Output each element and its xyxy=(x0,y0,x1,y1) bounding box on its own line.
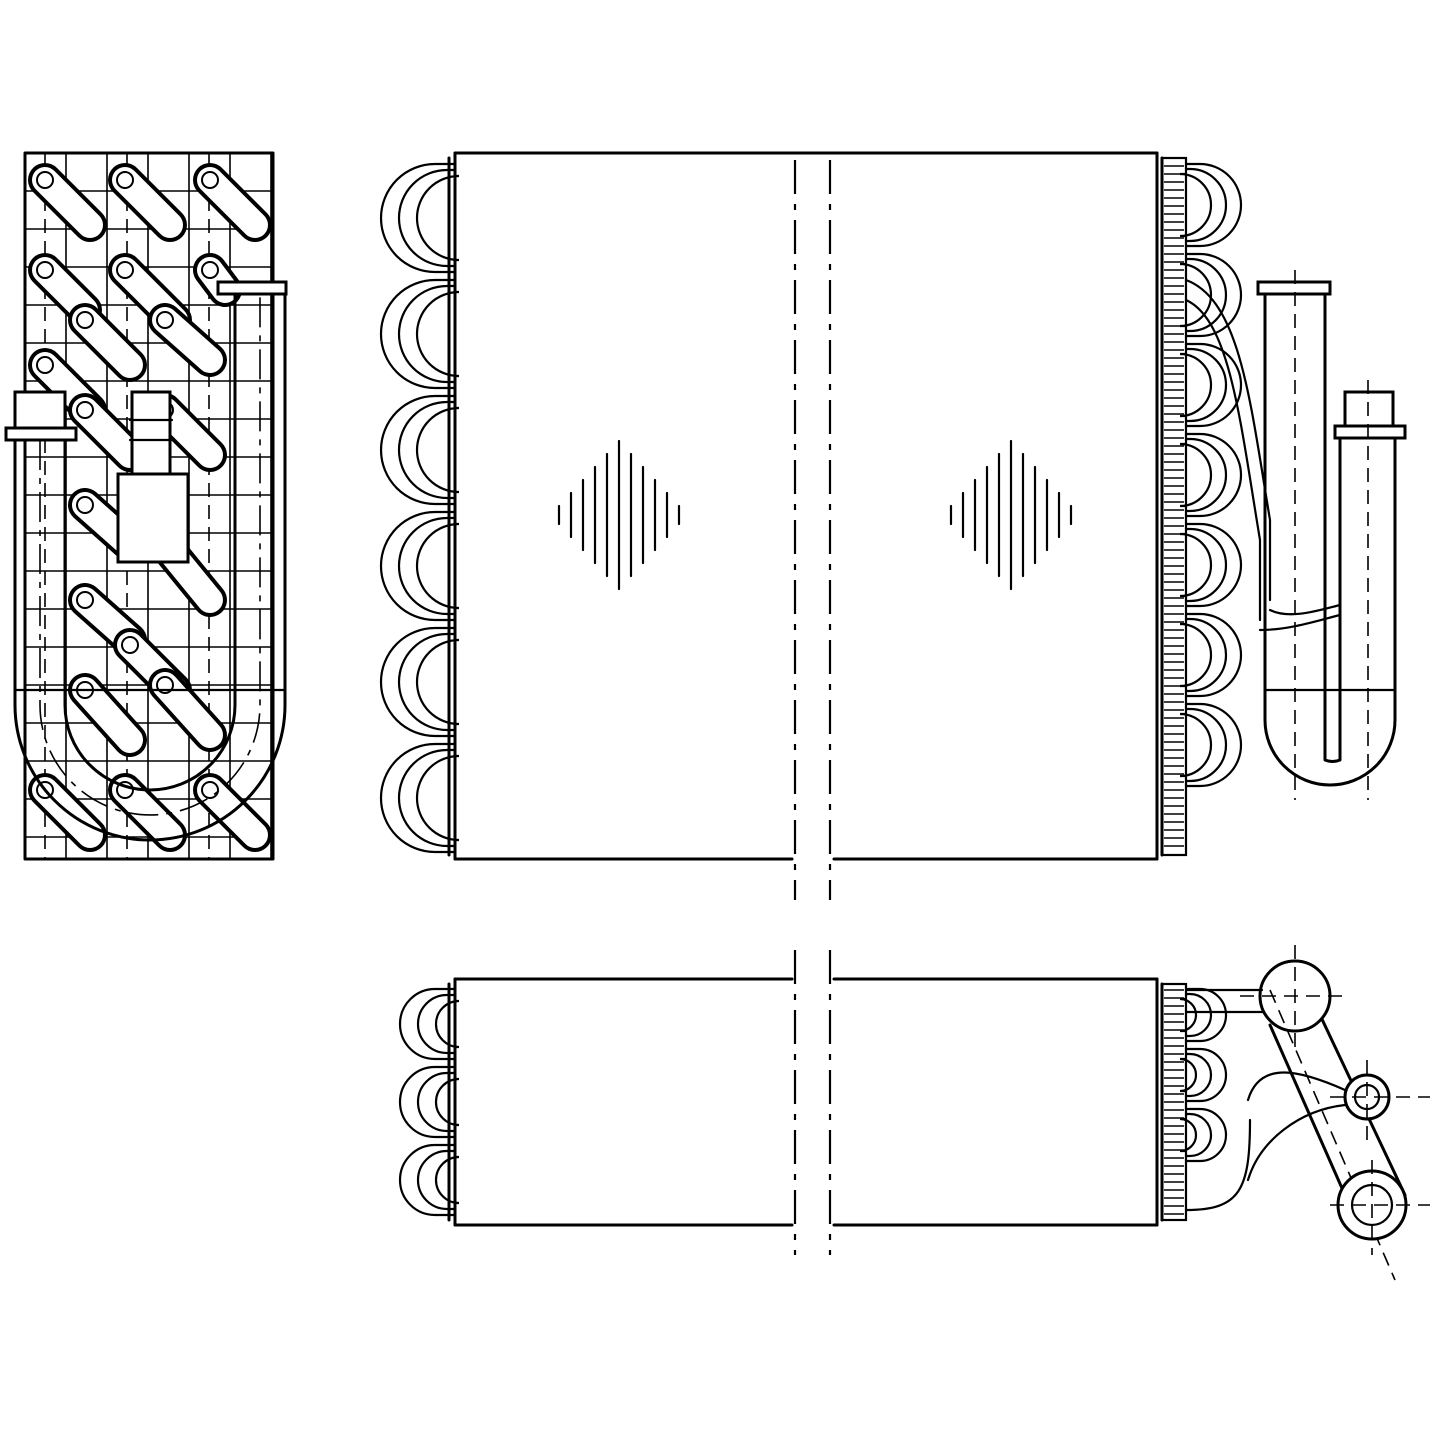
valve-fitting xyxy=(130,390,172,476)
front-fitting-nut xyxy=(1343,390,1395,430)
outlet-pipe-end xyxy=(216,280,288,296)
u-pipe-outer xyxy=(13,288,287,842)
u-pipe-inner xyxy=(63,288,237,792)
side-view-outline xyxy=(23,151,275,861)
front-fitting-flange xyxy=(1333,424,1407,440)
header-fin-pattern xyxy=(1164,165,1184,847)
expansion-valve-body xyxy=(116,472,190,564)
top-left-return-bends xyxy=(398,987,460,1217)
side-view xyxy=(4,151,288,861)
inlet-fitting-flange xyxy=(4,426,78,442)
header-tank xyxy=(1160,156,1188,857)
fin-hatch-right xyxy=(949,439,1073,591)
top-header-fin-pattern xyxy=(1164,989,1184,1215)
top-view xyxy=(398,945,1430,1281)
front-pipe-end xyxy=(1256,280,1332,296)
front-view xyxy=(379,140,1407,900)
inlet-fitting-nut xyxy=(13,390,67,434)
fitting-circle-small xyxy=(1343,1073,1391,1121)
front-left-return-bends xyxy=(379,162,460,854)
front-u-pipe-outer xyxy=(1263,288,1397,787)
front-right-return-bends xyxy=(1179,162,1243,788)
fin-hatch-left xyxy=(557,439,681,591)
front-u-pipe-inner xyxy=(1323,288,1342,763)
